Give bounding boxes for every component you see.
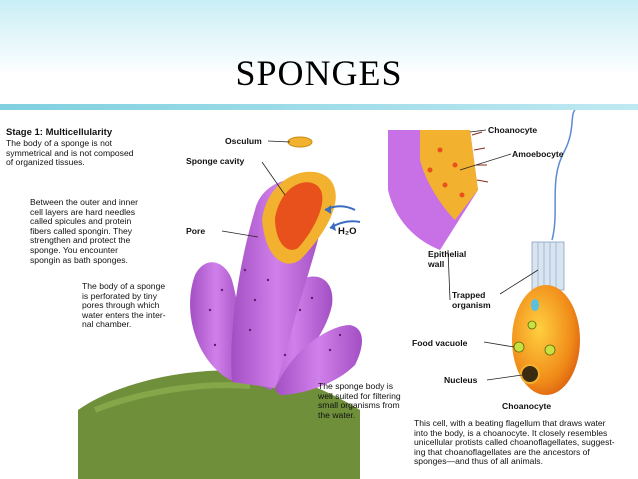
flagellum — [551, 110, 576, 241]
spicules-caption: Between the outer and inner cell layers … — [30, 197, 138, 265]
filter-caption: The sponge body is well suited for filte… — [318, 381, 401, 420]
sponge-cavity — [275, 182, 323, 250]
osculum — [287, 136, 313, 148]
label-epithelial-wall: Epithelial wall — [428, 249, 467, 269]
label-pore: Pore — [186, 226, 206, 236]
food-vacuole — [513, 341, 525, 353]
sponge-illustration — [78, 110, 580, 479]
cell-nucleus — [520, 364, 540, 384]
rock — [78, 370, 360, 479]
label-amoebocyte: Amoebocyte — [512, 149, 564, 159]
label-water: H₂O — [338, 226, 357, 237]
label-nucleus: Nucleus — [444, 375, 478, 385]
choanocyte-caption: This cell, with a beating flagellum that… — [414, 418, 615, 467]
slide-title: SPONGES — [235, 53, 403, 93]
sponge-figure: Stage 1: Multicellularity The body of a … — [0, 110, 638, 479]
sponge-tube-left — [190, 262, 243, 380]
sponge-tube-right — [275, 325, 362, 395]
banner-divider — [0, 104, 638, 110]
collar — [531, 241, 565, 291]
label-choanocyte-top: Choanocyte — [488, 125, 538, 135]
pores-caption: The body of a sponge is perforated by ti… — [82, 281, 166, 330]
stage-text: The body of a sponge is not symmetrical … — [6, 138, 134, 168]
label-trapped-organism: Trapped organism — [452, 290, 491, 310]
title-banner: SPONGES — [0, 0, 638, 108]
label-osculum: Osculum — [225, 136, 262, 146]
stage-title: Stage 1: Multicellularity — [6, 127, 113, 138]
label-food-vacuole: Food vacuole — [412, 338, 468, 348]
label-sponge-cavity: Sponge cavity — [186, 156, 245, 166]
label-choanocyte-bottom: Choanocyte — [502, 401, 552, 411]
